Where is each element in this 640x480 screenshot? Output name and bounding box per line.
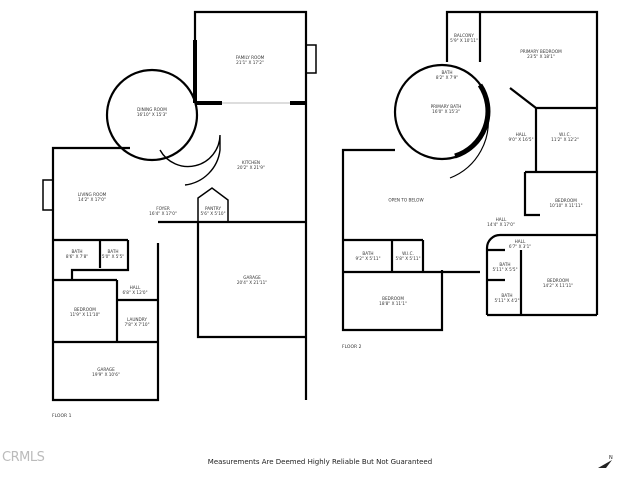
north-arrow-icon: N bbox=[598, 455, 613, 468]
wall bbox=[105, 68, 199, 162]
wall bbox=[70, 240, 130, 280]
wall bbox=[454, 83, 491, 159]
fireplace bbox=[42, 179, 54, 211]
floor-2-walls bbox=[341, 10, 599, 332]
room-label-wic: W.I.C.11'2" X 12'2" bbox=[551, 132, 579, 142]
crmls-logo: CRMLS bbox=[2, 450, 45, 465]
floor-1-walls bbox=[42, 10, 317, 402]
staircase bbox=[449, 109, 489, 179]
wall bbox=[445, 10, 599, 315]
room-label-wic: W.I.C.5'8" X 5'11" bbox=[395, 251, 421, 261]
floor-label: FLOOR 2 bbox=[342, 345, 362, 350]
floor-label: FLOOR 1 bbox=[52, 414, 72, 419]
wall bbox=[197, 187, 229, 222]
wall bbox=[341, 148, 444, 332]
wall bbox=[196, 222, 306, 339]
wall bbox=[485, 233, 597, 315]
staircase bbox=[159, 134, 221, 186]
wall bbox=[523, 172, 540, 217]
fireplace bbox=[305, 44, 317, 74]
disclaimer: Measurements Are Deemed Highly Reliable … bbox=[207, 458, 433, 466]
svg-text:N: N bbox=[609, 455, 613, 461]
room-label-open-to-below: OPEN TO BELOW bbox=[388, 197, 424, 203]
wall bbox=[509, 87, 597, 110]
wall bbox=[193, 10, 308, 400]
wall bbox=[51, 146, 160, 402]
